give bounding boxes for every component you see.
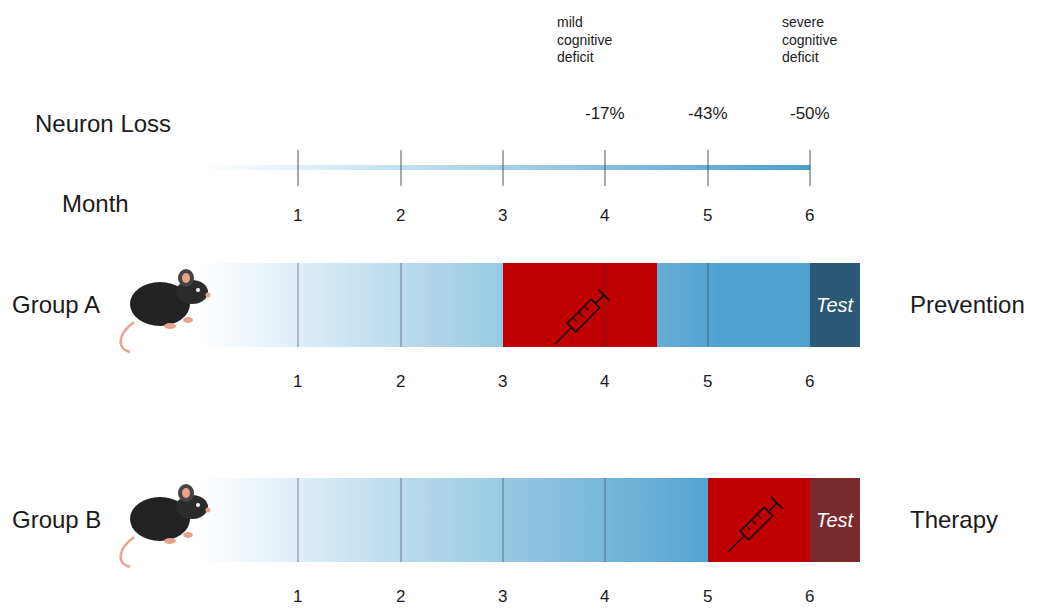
month-number: 3	[498, 587, 507, 607]
axis-label: Neuron Loss	[35, 110, 171, 138]
test-label: Test	[816, 509, 853, 532]
month-number: 6	[805, 587, 814, 607]
month-number: 4	[600, 206, 609, 226]
month-number: 1	[293, 206, 302, 226]
test-label: Test	[816, 294, 853, 317]
group-role: Prevention	[910, 291, 1025, 319]
month-number: 5	[703, 206, 712, 226]
group-role: Therapy	[910, 506, 998, 534]
group-band: Group APreventionTest	[200, 263, 860, 347]
month-number: 4	[600, 587, 609, 607]
month-number: 2	[396, 206, 405, 226]
group-label: Group A	[12, 291, 100, 319]
loss-value: -43%	[688, 104, 728, 124]
test-box: Test	[810, 263, 860, 347]
axis-label: Month	[62, 190, 129, 218]
stage-note: mild cognitive deficit	[557, 14, 635, 67]
month-number: 6	[805, 206, 814, 226]
month-number: 5	[703, 587, 712, 607]
group-label: Group B	[12, 506, 101, 534]
month-number: 6	[805, 372, 814, 392]
month-number: 2	[396, 372, 405, 392]
month-number: 5	[703, 372, 712, 392]
month-number: 2	[396, 587, 405, 607]
loss-value: -50%	[790, 104, 830, 124]
month-number: 4	[600, 372, 609, 392]
stage-note: severe cognitive deficit	[782, 14, 856, 67]
test-box: Test	[810, 478, 860, 562]
month-number: 3	[498, 206, 507, 226]
group-band: Group BTherapyTest	[200, 478, 860, 562]
month-number: 3	[498, 372, 507, 392]
loss-value: -17%	[585, 104, 625, 124]
month-number: 1	[293, 372, 302, 392]
month-number: 1	[293, 587, 302, 607]
